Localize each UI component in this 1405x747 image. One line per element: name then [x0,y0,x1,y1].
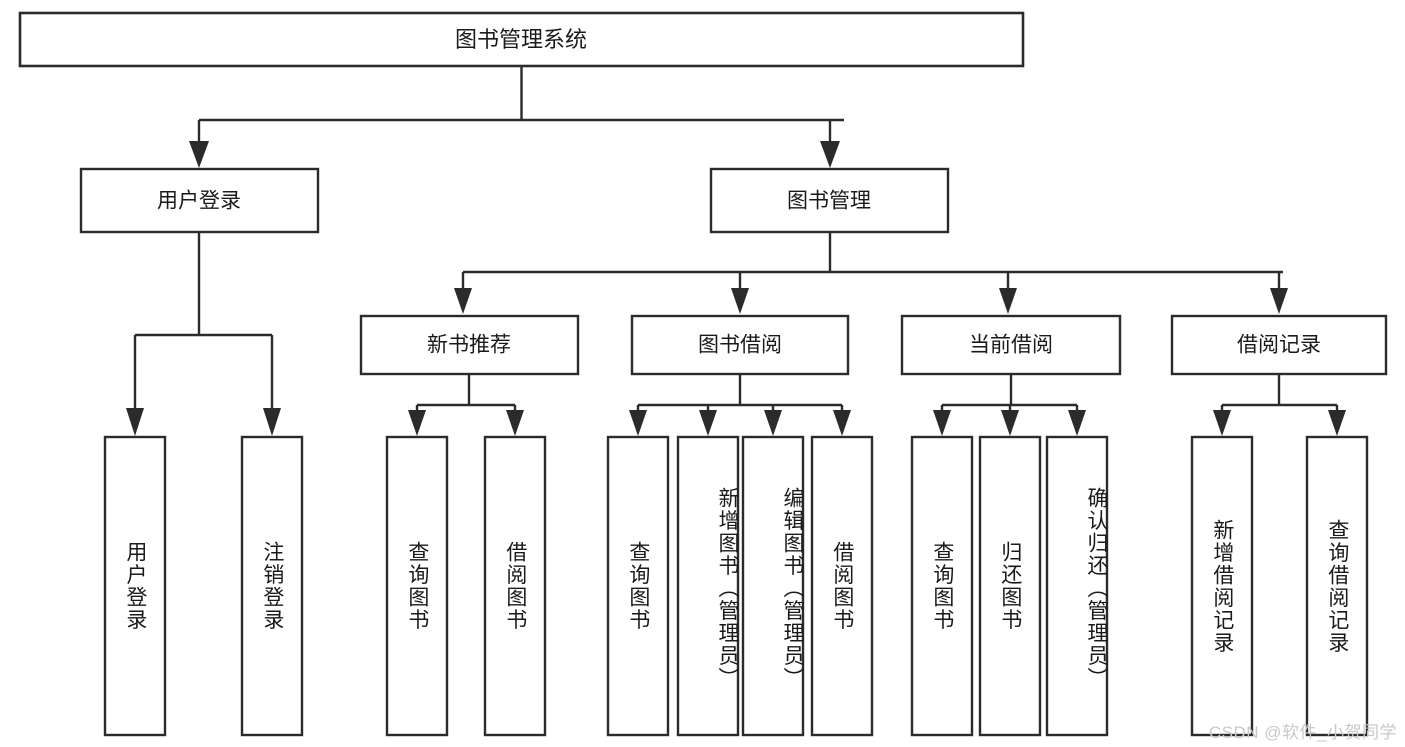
arrow-leaf-query-book-2 [629,410,647,436]
node-book-management-label: 图书管理 [787,190,871,213]
arrow-to-borrow-record [1270,288,1288,314]
node-book-borrow-box[interactable] [630,314,850,376]
node-user-login-box[interactable] [79,167,320,234]
node-current-borrow-box[interactable] [900,314,1122,376]
node-leaf-confirm-return-box[interactable] [1045,435,1109,737]
node-new-book-recommend[interactable]: 新书推荐 [359,314,580,376]
node-book-management-box[interactable] [709,167,950,234]
node-root-label: 图书管理系统 [455,27,587,52]
node-book-borrow-label: 图书借阅 [698,334,782,357]
arrow-leaf-user-login [126,408,144,436]
arrow-leaf-query-book-1 [408,410,426,436]
arrow-leaf-query-book-3 [933,410,951,436]
node-leaf-query-book-3-box[interactable] [910,435,974,737]
node-leaf-edit-book-box[interactable] [741,435,805,737]
node-leaf-query-book-1-box[interactable] [385,435,449,737]
node-borrow-record[interactable]: 借阅记录 [1170,314,1388,376]
arrow-leaf-confirm-return [1068,410,1086,436]
arrow-leaf-query-record [1328,410,1346,436]
node-root[interactable]: 图书管理系统 [18,11,1025,68]
node-leaf-add-book-box[interactable] [676,435,740,737]
arrow-leaf-add-book [699,410,717,436]
arrow-leaf-return-book [1001,410,1019,436]
node-user-login-label: 用户登录 [157,190,241,213]
node-current-borrow-label: 当前借阅 [969,334,1053,357]
arrow-to-new-book-recommend [454,288,472,314]
arrow-to-current-borrow [999,288,1017,314]
node-borrow-record-label: 借阅记录 [1237,334,1321,357]
node-leaf-query-book-2-box[interactable] [606,435,670,737]
node-book-management[interactable]: 图书管理 [709,167,950,234]
node-user-login[interactable]: 用户登录 [79,167,320,234]
node-leaf-user-login-box[interactable] [103,435,167,737]
arrow-to-book-management [820,141,840,168]
node-leaf-query-record-box[interactable] [1305,435,1369,737]
node-new-book-recommend-box[interactable] [359,314,580,376]
edge-layer [126,66,1346,436]
node-leaf-logout-login-box[interactable] [240,435,304,737]
node-leaf-add-record-box[interactable] [1190,435,1254,737]
node-leaf-borrow-book-2-box[interactable] [810,435,874,737]
arrow-leaf-borrow-book-2 [833,410,851,436]
node-current-borrow[interactable]: 当前借阅 [900,314,1122,376]
node-new-book-recommend-label: 新书推荐 [427,334,511,357]
csdn-watermark: CSDN @软件_小贺同学 [1208,723,1397,742]
arrow-to-book-borrow [731,288,749,314]
node-layer: 图书管理系统 用户登录 图书管理 新书推荐 图书借阅 当前 [18,11,1388,737]
node-book-borrow[interactable]: 图书借阅 [630,314,850,376]
arrow-to-user-login [189,141,209,168]
node-borrow-record-box[interactable] [1170,314,1388,376]
node-leaf-return-book-box[interactable] [978,435,1042,737]
node-leaf-borrow-book-1-box[interactable] [483,435,547,737]
node-root-box[interactable] [18,11,1025,68]
arrow-leaf-borrow-book-1 [506,410,524,436]
arrow-leaf-logout-login [263,408,281,436]
arrow-leaf-edit-book [764,410,782,436]
arrow-leaf-add-record [1213,410,1231,436]
